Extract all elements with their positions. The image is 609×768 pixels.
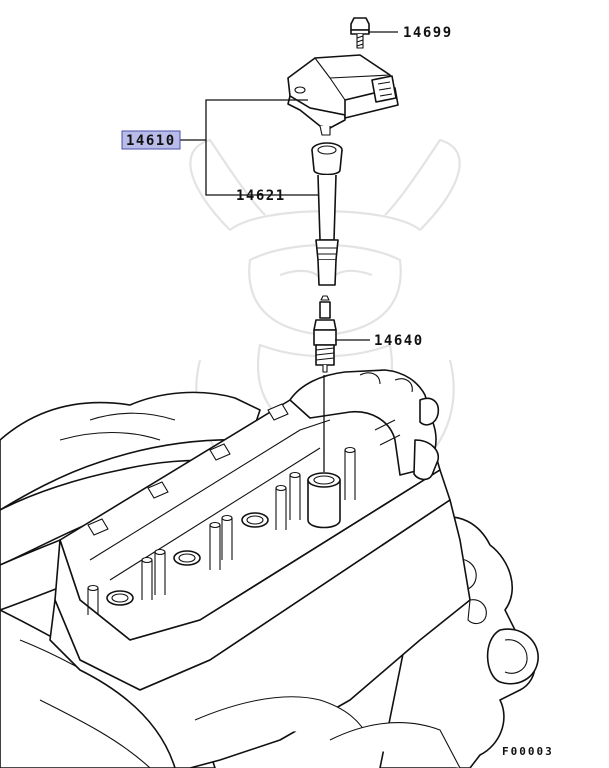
label-14610-highlight (121, 130, 181, 150)
bolt-part (350, 17, 370, 49)
plug-ports (87, 446, 356, 615)
label-14699[interactable]: 14699 (403, 25, 453, 41)
cam-housing (289, 369, 440, 481)
figure-code: F00003 (502, 745, 554, 758)
label-14621[interactable]: 14621 (236, 188, 286, 204)
label-14640[interactable]: 14640 (374, 333, 424, 349)
leader-lines (180, 31, 398, 472)
spark-plug-part (313, 295, 337, 373)
label-14610[interactable]: 14610 (126, 133, 176, 149)
part-labels: 14699 14610 14621 14640 F00003 (121, 25, 554, 758)
ignition-coil-part (287, 54, 399, 136)
coil-boot-part (311, 142, 343, 286)
